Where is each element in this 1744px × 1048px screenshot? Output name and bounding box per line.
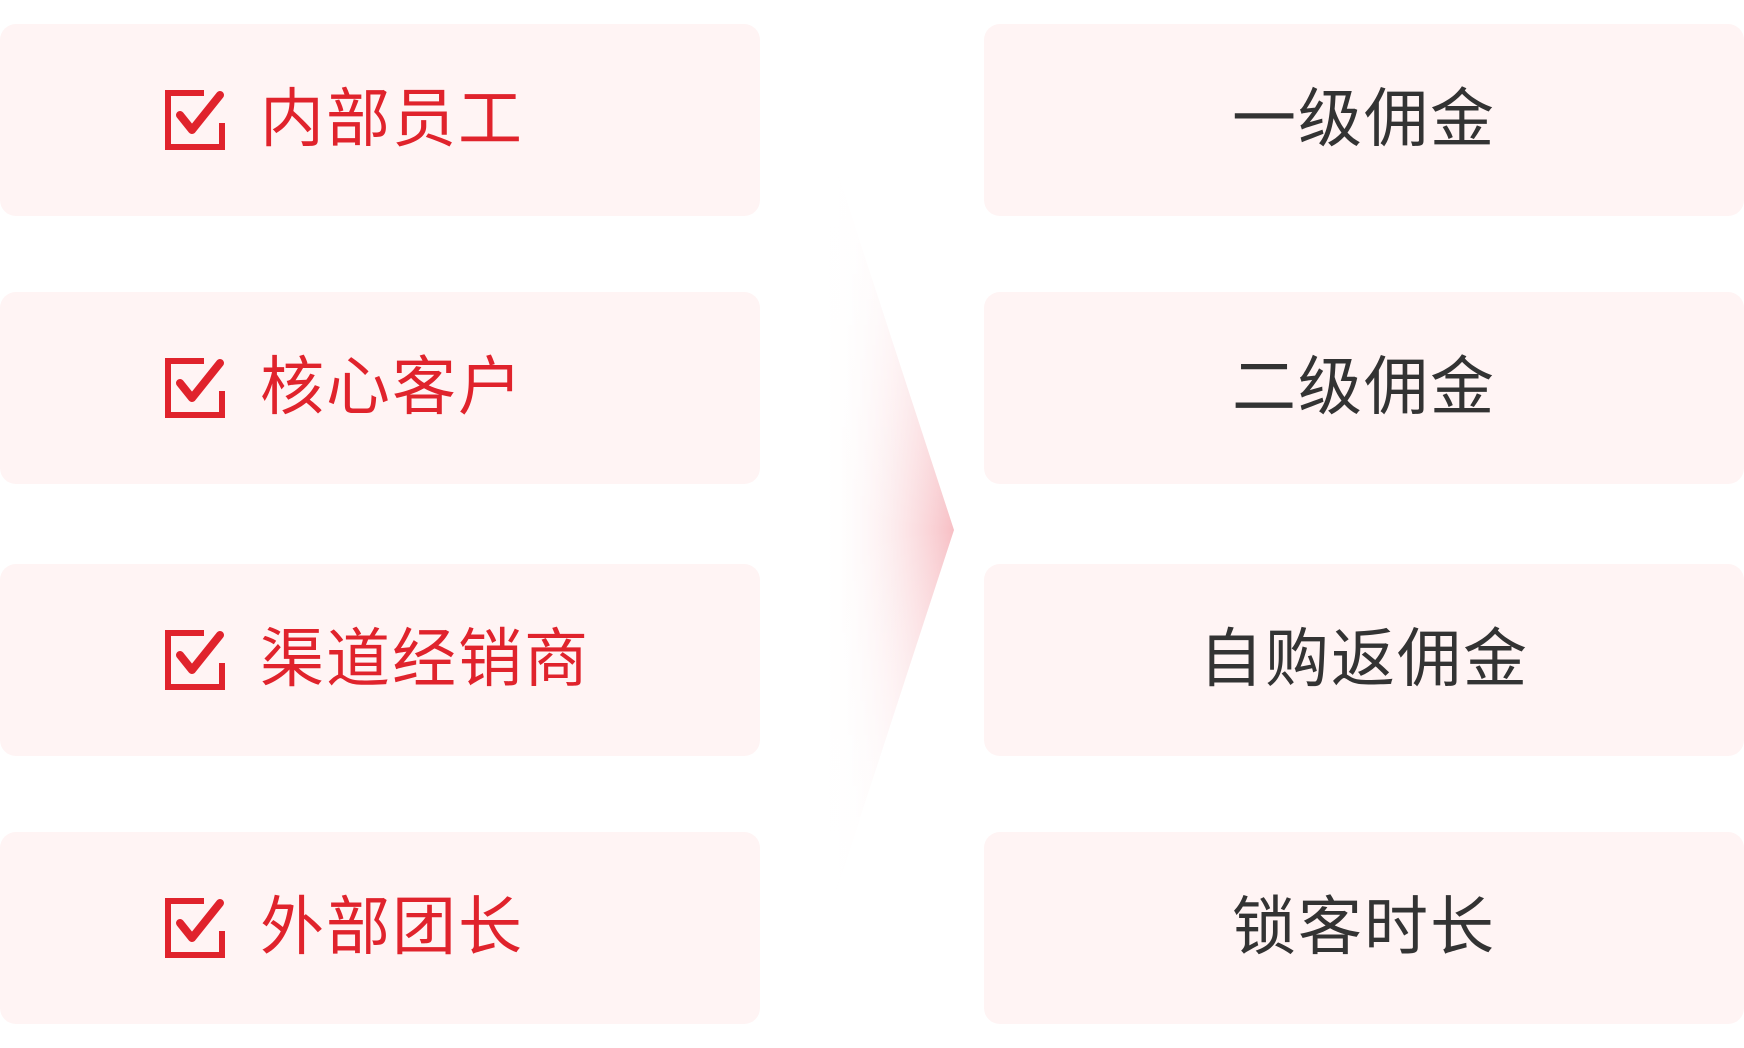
list-item-customer-lock-duration: 锁客时长 [984,832,1744,1024]
item-label: 一级佣金 [1232,83,1496,157]
checkbox-checked-icon [164,89,226,151]
list-item-level1-commission: 一级佣金 [984,24,1744,216]
item-label: 外部团长 [260,891,524,965]
chevron-right-icon [820,120,954,940]
checkbox-checked-icon [164,357,226,419]
list-item-channel-dealers: 渠道经销商 [0,564,760,756]
item-label: 自购返佣金 [1199,623,1529,697]
list-item-core-customers: 核心客户 [0,292,760,484]
item-label: 二级佣金 [1232,351,1496,425]
list-item-external-leaders: 外部团长 [0,832,760,1024]
list-item-level2-commission: 二级佣金 [984,292,1744,484]
checkbox-checked-icon [164,629,226,691]
item-label: 锁客时长 [1232,891,1496,965]
checkbox-checked-icon [164,897,226,959]
list-item-internal-staff: 内部员工 [0,24,760,216]
item-label: 内部员工 [260,83,524,157]
item-label: 核心客户 [260,351,524,425]
list-item-self-purchase-rebate: 自购返佣金 [984,564,1744,756]
item-label: 渠道经销商 [260,623,590,697]
